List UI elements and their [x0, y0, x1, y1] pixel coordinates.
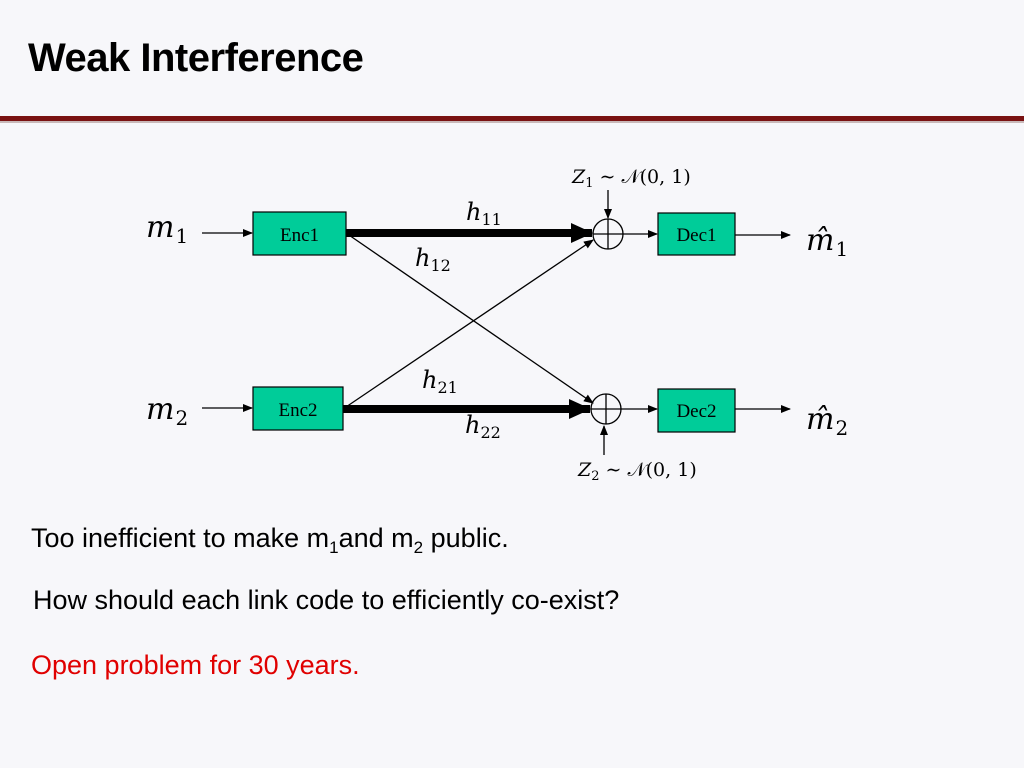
link-h21: [342, 239, 594, 410]
statement-open-problem: Open problem for 30 years.: [31, 650, 360, 680]
slide-title: Weak Interference: [28, 36, 364, 80]
statement-question: How should each link code to efficiently…: [33, 585, 620, 615]
sum-node-1: [592, 218, 624, 250]
title-divider-shadow: [0, 121, 1024, 123]
enc1-label: Enc1: [280, 225, 319, 246]
enc1-box: Enc1: [252, 211, 347, 256]
noise-z1-label: Z1∼ 𝒩(0, 1): [571, 166, 691, 191]
gain-h22-label: h22: [465, 411, 501, 442]
input-m1-label: m1: [146, 210, 188, 248]
dec1-box: Dec1: [657, 212, 736, 256]
enc2-label: Enc2: [278, 400, 317, 421]
output-m2hat-label: m̂2: [806, 402, 848, 440]
statement-inefficient: Too inefficient to make m1and m2 public.: [31, 523, 509, 557]
dec1-label: Dec1: [676, 225, 716, 246]
gain-h21-label: h21: [422, 366, 458, 397]
link-h12: [345, 232, 594, 404]
noise-z2-label: Z2∼ 𝒩(0, 1): [577, 459, 697, 484]
dec2-box: Dec2: [657, 388, 736, 433]
enc2-box: Enc2: [252, 386, 344, 431]
gain-h12-label: h12: [415, 244, 451, 275]
dec2-label: Dec2: [676, 401, 716, 422]
title-divider: [0, 116, 1024, 121]
sum-node-2: [590, 393, 622, 425]
input-m2-label: m2: [146, 392, 188, 430]
output-m1hat-label: m̂1: [806, 223, 848, 261]
gain-h11-label: h11: [466, 198, 502, 229]
